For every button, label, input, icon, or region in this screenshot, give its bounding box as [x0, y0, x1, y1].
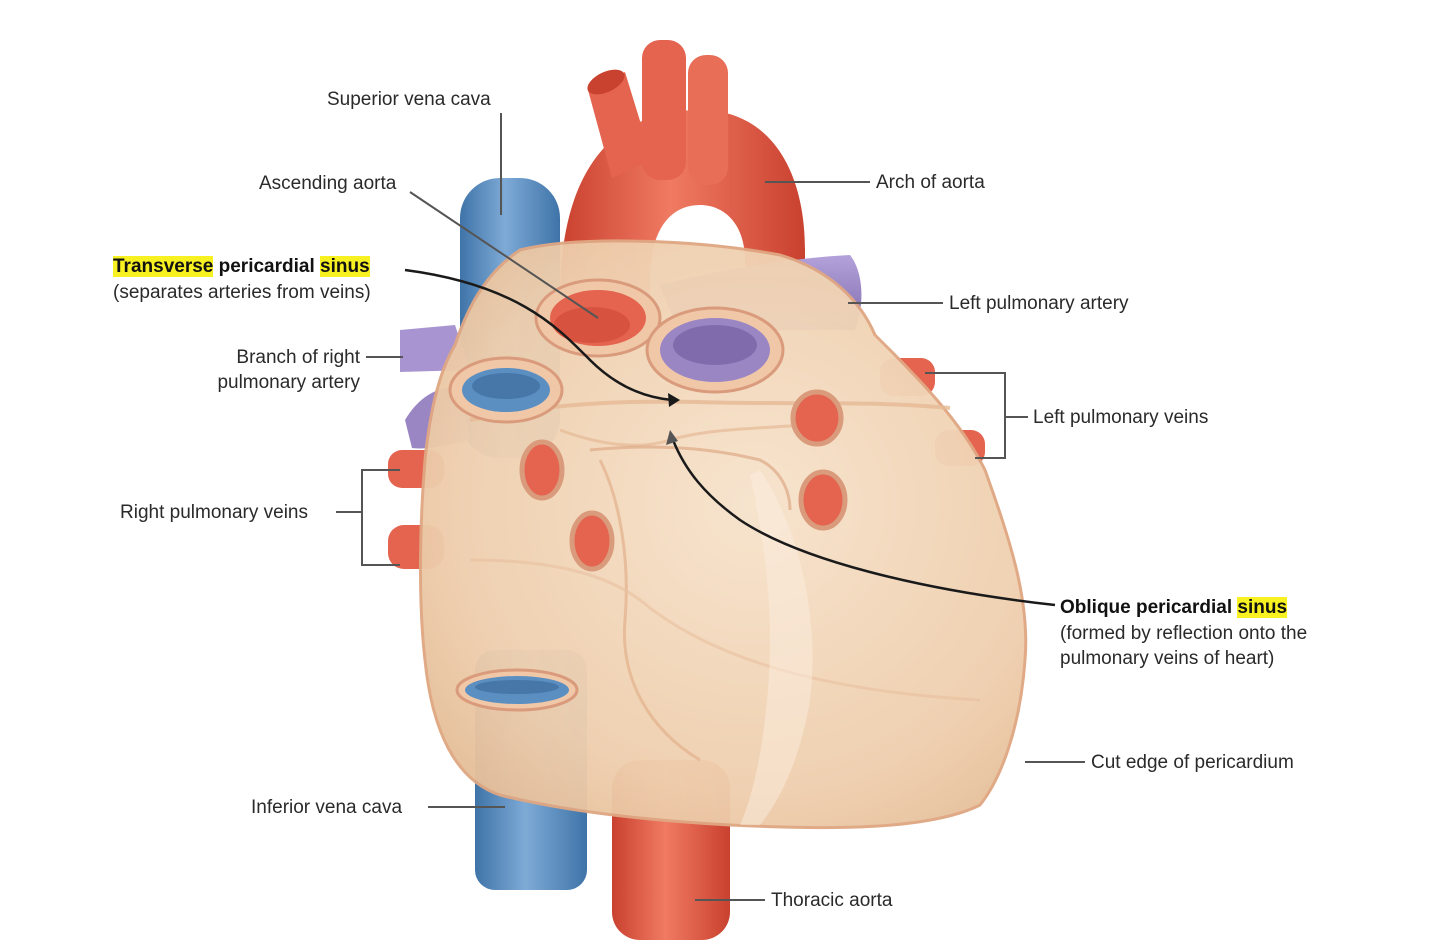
- right-pulmonary-vein-opening-lower: [569, 510, 615, 572]
- aortic-branch-2: [688, 55, 728, 185]
- oblique-sinus-arrow: [671, 439, 1056, 607]
- leader-right-pulmonary-veins: [361, 469, 400, 566]
- inferior-vena-cava-opening-inner: [475, 680, 559, 694]
- aortic-branch-3-opening: [587, 69, 625, 95]
- aortic-branch-3: [588, 72, 652, 178]
- label-left-pulmonary-veins: Left pulmonary veins: [1033, 407, 1209, 428]
- label-inferior-vena-cava: Inferior vena cava: [251, 797, 403, 818]
- label-oblique-sinus-highlight: sinus: [1237, 597, 1288, 618]
- label-transverse-sinus-note: (separates arteries from veins): [113, 282, 371, 303]
- label-left-pulmonary-artery: Left pulmonary artery: [949, 293, 1129, 314]
- label-right-pulmonary-veins: Right pulmonary veins: [120, 502, 308, 523]
- ascending-aorta-opening-inner: [554, 307, 630, 343]
- left-pulmonary-vein-opening-lower: [798, 469, 848, 531]
- label-oblique-sinus-note-line1: (formed by reflection onto the: [1060, 623, 1308, 644]
- leader-left-pulmonary-veins: [925, 372, 1006, 459]
- transverse-sinus-arrowhead: [668, 393, 680, 407]
- label-transverse-sinus-highlight: sinus: [320, 256, 370, 277]
- label-thoracic-aorta: Thoracic aorta: [771, 890, 893, 911]
- right-pulmonary-vein-opening-upper: [519, 439, 565, 501]
- pericardium-fold-3: [598, 459, 701, 762]
- label-cut-edge-pericardium: Cut edge of pericardium: [1091, 752, 1294, 773]
- label-ascending-aorta: Ascending aorta: [259, 173, 397, 194]
- label-transverse-pericardial-sinus: Transverse pericardial sinus: [113, 254, 370, 279]
- pericardium-fold-5: [589, 445, 792, 511]
- label-branch-right-pulmonary-artery-line2: pulmonary artery: [217, 372, 360, 393]
- label-arch-of-aorta: Arch of aorta: [876, 172, 985, 193]
- label-oblique-sinus-note-line2: pulmonary veins of heart): [1060, 648, 1275, 669]
- pericardium-sheen: [740, 470, 813, 825]
- pericardium-fold-4: [469, 558, 981, 702]
- oblique-sinus-arrowhead: [666, 430, 678, 445]
- label-superior-vena-cava: Superior vena cava: [327, 89, 491, 110]
- left-pulmonary-vein-opening-upper: [790, 389, 844, 447]
- pulmonary-trunk-opening-inner: [673, 325, 757, 365]
- transverse-sinus-arrow: [404, 268, 673, 402]
- aortic-branch-1: [642, 40, 686, 180]
- leader-ascending-aorta: [409, 191, 599, 319]
- label-transverse-word-highlight: Transverse: [113, 256, 214, 277]
- label-transverse-word-middle: pericardial: [213, 256, 321, 277]
- label-branch-right-pulmonary-artery-line1: Branch of right: [236, 347, 360, 368]
- label-oblique-pericardial-sinus: Oblique pericardial sinus: [1060, 595, 1288, 620]
- superior-vena-cava-opening-inner: [472, 373, 540, 399]
- label-oblique-word: Oblique pericardial: [1060, 597, 1238, 618]
